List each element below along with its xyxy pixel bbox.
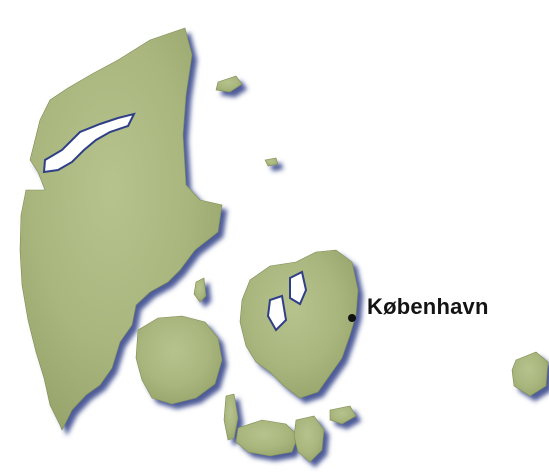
- moen-island: [329, 405, 357, 425]
- jutland-landmass: [19, 27, 223, 431]
- anholt-island: [264, 157, 279, 167]
- laesoe-island: [215, 75, 243, 93]
- copenhagen-label: København: [367, 294, 489, 319]
- arresoe-lake: [289, 270, 308, 306]
- falster-island: [293, 415, 325, 463]
- langeland-island: [223, 393, 239, 441]
- samsoe-island: [193, 277, 207, 303]
- funen-island: [135, 315, 223, 405]
- copenhagen-marker: [348, 314, 356, 322]
- zealand-island: [239, 249, 359, 399]
- bornholm-island: [511, 351, 549, 397]
- lolland-island: [235, 419, 299, 457]
- isefjord-water: [266, 294, 288, 332]
- limfjord-water: [42, 112, 136, 174]
